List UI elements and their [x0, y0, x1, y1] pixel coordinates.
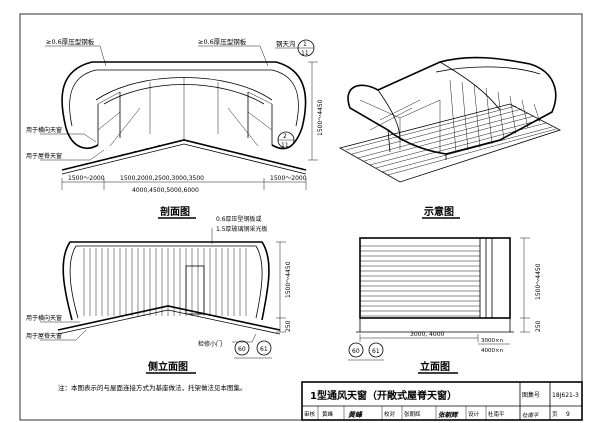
side-elevation — [40, 228, 286, 359]
side-label-sheet-2: 1.5厚玻璃钢采光板 — [216, 225, 268, 233]
title-block-checker: 张朝辉 — [404, 410, 421, 418]
iso-title: 示意图 — [424, 205, 454, 218]
side-label-door: 检修小门 — [198, 340, 222, 348]
title-block-atlas-label: 图集号 — [522, 391, 540, 399]
side-detail-left: 60 — [238, 346, 246, 353]
title-block-check-label: 校对 — [384, 410, 396, 418]
title-block-reviewer-sign: 黄峰 — [348, 410, 363, 419]
title-block-design-label: 设计 — [468, 410, 480, 418]
title-block-designer-sign: 杜南平 — [522, 412, 539, 419]
section-view — [40, 39, 318, 190]
side-label-side-window: 用于横向天窗 — [26, 314, 62, 322]
side-height-dim: 1500～4450 — [285, 261, 292, 298]
section-dim-right: 1500～2000 — [270, 175, 307, 182]
title-block-atlas-no: 18J621-3 — [552, 392, 579, 399]
sheet-frame — [19, 13, 583, 421]
front-base-dim: 250 — [535, 320, 542, 332]
section-label-sheet-left: ≥0.6厚压型钢板 — [46, 37, 95, 46]
iso-view — [338, 56, 562, 183]
front-detail-right: 61 — [372, 348, 380, 355]
title-block-review-label: 审核 — [304, 410, 316, 418]
title-block-designer: 杜南平 — [488, 410, 505, 418]
section-label-ridge-window: 用于屋脊天窗 — [26, 152, 62, 160]
title-block-page-label: 页 — [552, 411, 558, 418]
section-title: 剖面图 — [160, 205, 190, 218]
section-dim-left: 1500～2000 — [68, 175, 105, 182]
section-height-dim: 1500～4450 — [317, 99, 324, 136]
front-width-dim: 3000, 4000 — [410, 331, 445, 338]
section-label-gutter: 钢天沟 — [276, 39, 296, 48]
title-block-page-no: 9 — [566, 411, 570, 418]
section-detail-bottom-num: 2 — [283, 133, 287, 140]
section-dim-mid-top: 1500,2000,2500,3000,3500 — [120, 175, 204, 182]
section-label-side-window: 用于横向天窗 — [26, 126, 62, 134]
side-title: 侧立面图 — [148, 360, 188, 373]
title-block-title: 1型通风天窗（开敞式屋脊天窗） — [310, 389, 457, 402]
title-block — [301, 381, 583, 421]
section-detail-top-num: 1 — [303, 41, 307, 48]
section-detail-top-sheet: 11 — [301, 50, 309, 57]
section-label-sheet-right: ≥0.6厚压型钢板 — [198, 37, 247, 46]
front-elevation — [348, 237, 530, 361]
side-label-sheet-1: 0.6厚压型钢板或 — [216, 215, 262, 223]
title-block-reviewer: 黄峰 — [322, 410, 334, 418]
front-dim-n1: 3000×n — [481, 338, 504, 344]
front-title: 立面图 — [420, 360, 450, 373]
section-detail-bottom-sheet: 11 — [281, 142, 289, 149]
front-detail-left: 60 — [352, 348, 360, 355]
section-dim-mid-bottom: 4000,4500,5000,6000 — [132, 187, 199, 194]
side-detail-right: 61 — [260, 346, 268, 353]
front-height-dim: 1500～4450 — [535, 263, 542, 300]
front-dim-n2: 4000×n — [481, 348, 504, 354]
drawing-note: 注：本图表示的与屋面连接方式为基座做法，托架做法见本图集。 — [58, 383, 247, 392]
side-label-ridge-window: 用于屋脊天窗 — [26, 332, 62, 340]
side-base-dim: 250 — [285, 320, 292, 332]
title-block-checker-sign: 张朝辉 — [438, 411, 459, 419]
